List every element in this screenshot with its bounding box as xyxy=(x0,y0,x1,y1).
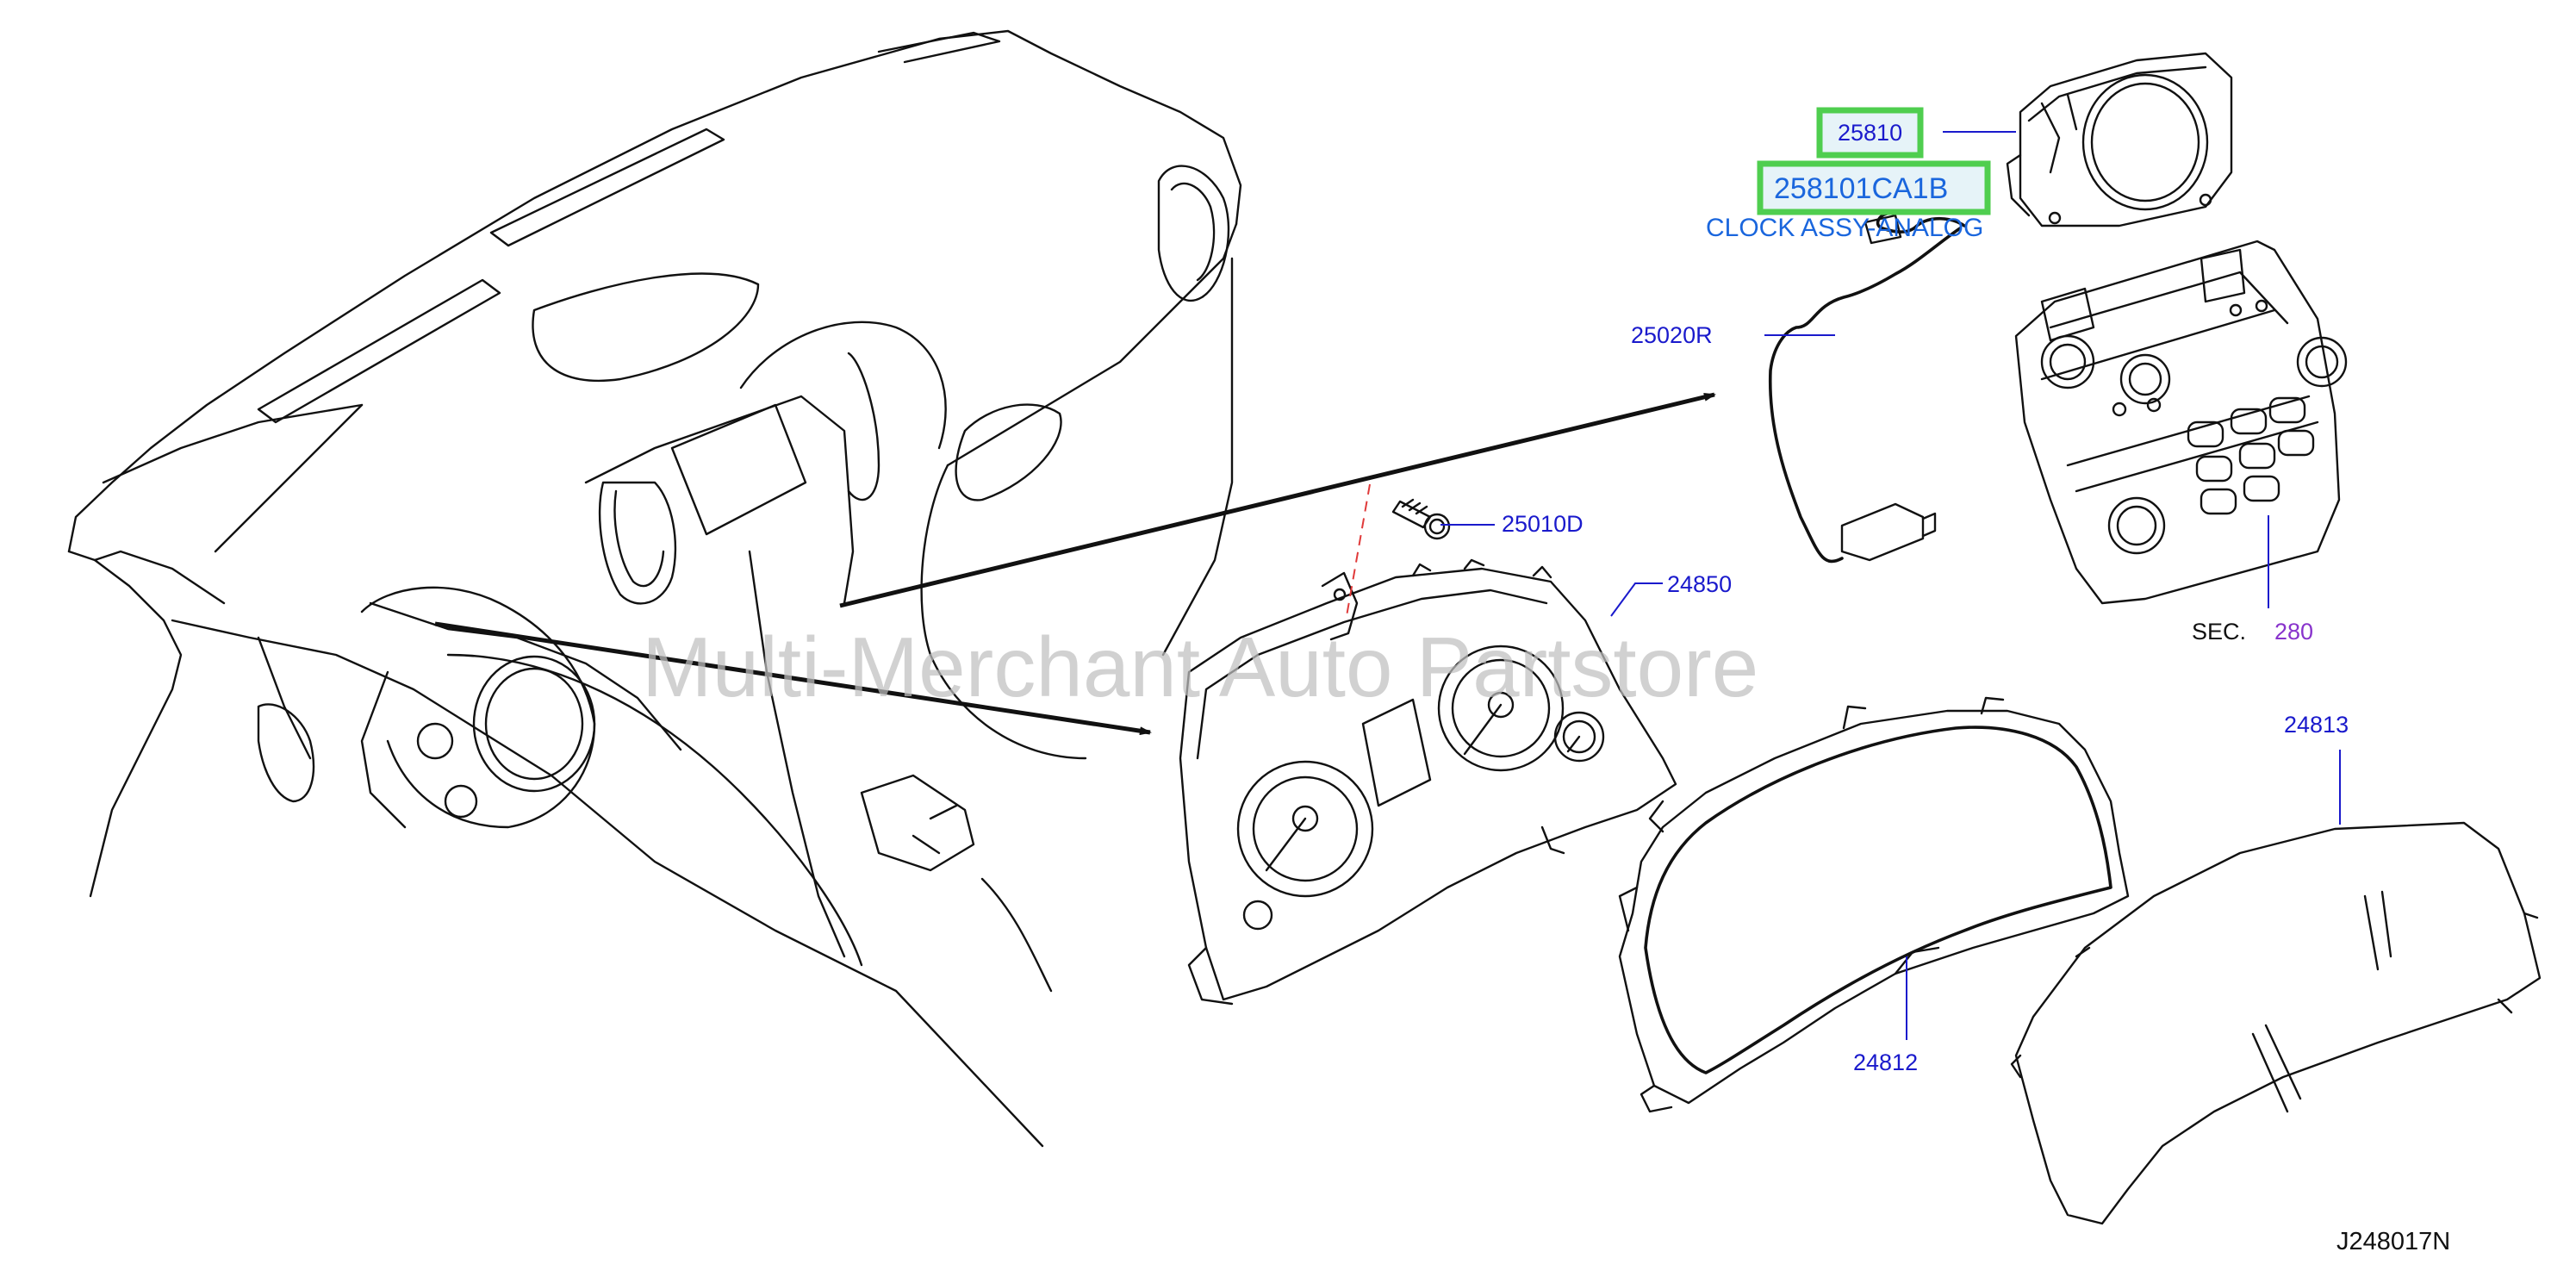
screw-dashed-leader xyxy=(1346,483,1371,617)
callout-258101ca1b[interactable]: 258101CA1B xyxy=(1774,172,1948,205)
callout-25010d[interactable]: 25010D xyxy=(1502,511,1584,537)
screw-25010d xyxy=(1391,498,1451,540)
clock-description: CLOCK ASSY-ANALOG xyxy=(1706,214,1983,242)
meter-housing-24812 xyxy=(1618,696,2130,1113)
arrow-to-cluster xyxy=(434,621,1152,736)
section-ref-number[interactable]: 280 xyxy=(2274,619,2313,645)
callout-25020r[interactable]: 25020R xyxy=(1631,322,1713,348)
analog-clock-25810 xyxy=(2006,52,2233,227)
climate-control-unit xyxy=(2014,240,2348,605)
callout-24850[interactable]: 24850 xyxy=(1667,571,1732,597)
combination-meter-24850 xyxy=(1179,558,1677,1006)
callout-24813[interactable]: 24813 xyxy=(2284,712,2349,738)
callout-25810[interactable]: 25810 xyxy=(1838,120,1902,146)
leader-lines xyxy=(1440,131,2341,1040)
direction-arrows xyxy=(434,392,1716,736)
watermark-text: Multi-Merchant Auto Partstore xyxy=(642,620,1758,714)
section-ref-label: SEC. xyxy=(2192,619,2246,645)
figure-code: J248017N xyxy=(2336,1228,2450,1255)
callout-24812[interactable]: 24812 xyxy=(1853,1049,1918,1075)
part-25810-highlight xyxy=(1816,107,1924,159)
dashboard-illustration xyxy=(67,29,1242,1148)
arrow-to-clock xyxy=(839,392,1716,608)
harness-25020r xyxy=(1768,212,1966,564)
meter-lens-24813 xyxy=(2010,821,2542,1225)
part-258101ca1b-highlight xyxy=(1757,160,1991,215)
